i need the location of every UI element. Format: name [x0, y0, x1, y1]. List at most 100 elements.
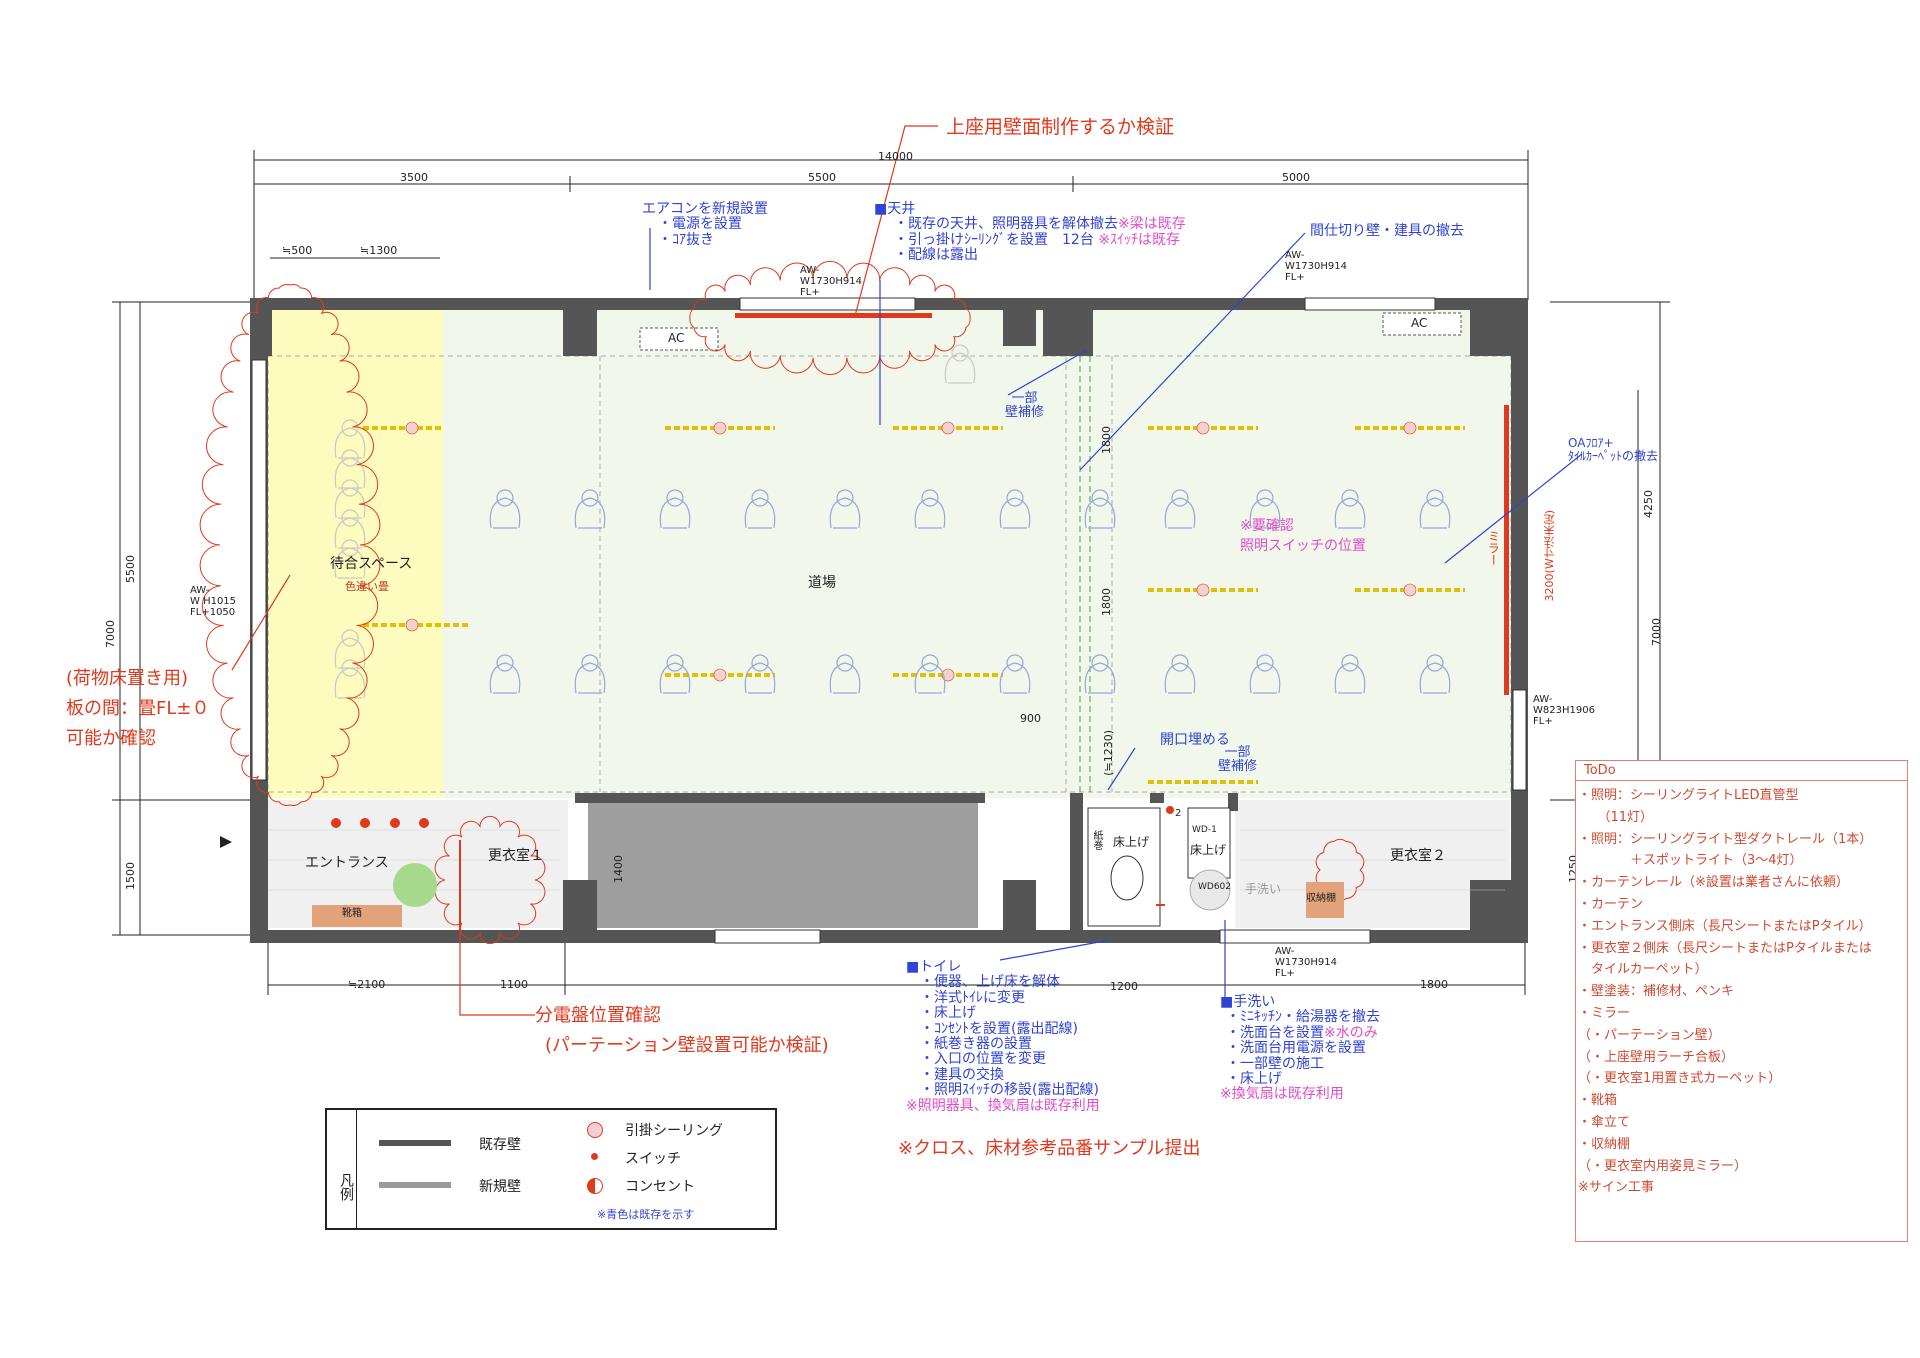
seated-person-figure — [999, 489, 1031, 529]
wash-pink-note: ※換気扇は既存利用 — [1220, 1086, 1344, 1103]
window-label-line: W H1015 — [190, 596, 237, 607]
window-label-bottom: AW- W1730H914 FL+ — [1275, 946, 1337, 979]
repair-line: 壁補修 — [1005, 405, 1045, 421]
window-label-line: W1730H914 — [800, 276, 862, 287]
repair-line: 一部 — [1224, 745, 1251, 760]
revision-cloud — [434, 815, 546, 945]
mirror-label: ミラー — [1486, 530, 1501, 566]
wash-floor-label: 床上げ — [1190, 843, 1227, 857]
ceiling-line: ・引っ掛けｼｰﾘﾝｸﾞを設置 12台 — [894, 231, 1094, 248]
seated-person-figure — [744, 654, 776, 694]
wash-pink-inline: ※水のみ — [1324, 1024, 1378, 1041]
window-label-line: AW- — [800, 265, 820, 276]
dim-total: 14000 — [878, 150, 913, 163]
ac-label-2: AC — [1411, 316, 1428, 330]
legend: 凡例 既存壁 新規壁 引掛シーリング スイッチ コンセント ※青色は既存を示す — [325, 1108, 777, 1230]
legend-switch: スイッチ — [625, 1151, 681, 1167]
todo-item: ・壁塗装：補修材、ペンキ — [1578, 984, 1735, 1000]
seated-person-figure — [1164, 654, 1196, 694]
dim-1230: (≒1230) — [1102, 730, 1115, 776]
legend-new-wall-swatch — [379, 1182, 451, 1188]
window-label-line: AW- — [1275, 946, 1295, 957]
hand-wash-basin — [1189, 869, 1231, 911]
seated-person-figure — [914, 489, 946, 529]
dim-bottom-2100: ≒2100 — [348, 978, 386, 991]
toilet-title: ■トイレ — [906, 959, 962, 975]
seated-person-figure — [334, 539, 366, 579]
room-entrance: エントランス — [305, 855, 389, 871]
todo-item: ・照明：シーリングライト型ダクトレール（1本） — [1578, 831, 1873, 847]
ac-note-line: ・ｺｱ抜き — [658, 231, 714, 248]
room-waiting: 待合スペース — [330, 556, 413, 572]
seated-person-figure — [574, 654, 606, 694]
seated-person-figure — [1419, 489, 1451, 529]
switch-check-line: ※要確認 — [1240, 518, 1294, 534]
wash-title: ■手洗い — [1220, 994, 1276, 1010]
todo-item: ・カーテンレール（※設置は業者さんに依頼） — [1578, 875, 1849, 891]
seated-person-figure — [1334, 489, 1366, 529]
window-label-line: W1730H914 — [1285, 261, 1347, 272]
repair-line: 壁補修 — [1218, 759, 1258, 775]
dim-1400: 1400 — [612, 855, 625, 883]
dim-1800a: 1800 — [1100, 426, 1113, 454]
ceiling-pink-note: ※梁は既存 — [1118, 216, 1186, 233]
seated-person-figure — [944, 344, 976, 384]
partial-repair-note-2: 一部 壁補修 — [1218, 745, 1258, 775]
shoe-box-label: 靴箱 — [342, 908, 362, 919]
dim-seg2: 5500 — [808, 171, 836, 184]
toilet-line: ・紙巻き器の設置 — [920, 1035, 1032, 1052]
seated-person-figure — [1164, 489, 1196, 529]
outlet-icon — [587, 1178, 603, 1194]
revision-cloud — [689, 260, 971, 376]
toilet-pink-note: ※照明器具、換気扇は既存利用 — [906, 1097, 1100, 1114]
todo-item: ・収納棚 — [1578, 1136, 1631, 1152]
seated-person-figure — [829, 654, 861, 694]
dim-bottom-1800: 1800 — [1420, 978, 1448, 991]
seated-person-figure — [1084, 489, 1116, 529]
storage-note-line: (荷物床置き用) — [66, 668, 189, 689]
window-label-line: FL+ — [800, 287, 820, 298]
panel-note-sub: (パーテーション壁設置可能か検証) — [545, 1035, 829, 1056]
ceiling-line: ・配線は露出 — [894, 247, 978, 264]
seated-person-figure — [829, 489, 861, 529]
window-label-line: FL+ — [1275, 968, 1295, 979]
storage-note: (荷物床置き用) 板の間：畳FL±０ 可能か確認 — [66, 664, 209, 754]
seated-person-figure — [1334, 654, 1366, 694]
revision-cloud — [1315, 838, 1365, 902]
switch-icon — [591, 1153, 598, 1160]
legend-existing-wall-swatch — [379, 1140, 451, 1146]
ac-label-1: AC — [668, 331, 685, 345]
window-label-left: AW- W H1015 FL+1050 — [190, 585, 236, 618]
seated-person-figure — [659, 489, 691, 529]
todo-item: ・照明：シーリングライトLED直管型 — [1578, 788, 1799, 803]
ceiling-title: ■天井 — [874, 201, 916, 217]
legend-title: 凡例 — [327, 1110, 357, 1228]
hand-wash-label: 手洗い — [1245, 882, 1282, 896]
todo-item: ・ミラー — [1578, 1005, 1631, 1021]
switch-check-note: ※要確認 照明スイッチの位置 — [1240, 515, 1366, 555]
dim-left-5500: 5500 — [124, 555, 137, 583]
wash-line: ・ﾐﾆｷｯﾁﾝ・給湯器を撤去 — [1226, 1009, 1380, 1026]
todo-item: ・エントランス側床（長尺シートまたはPタイル） — [1578, 918, 1872, 934]
seated-person-figure — [574, 489, 606, 529]
room-changing-1: 更衣室１ — [488, 848, 544, 864]
dim-500: ≒500 — [282, 244, 313, 257]
toilet-line: ・照明ｽｲｯﾁの移設(露出配線) — [920, 1082, 1099, 1099]
ceiling-note: ■天井 ・既存の天井、照明器具を解体撤去※梁は既存 ・引っ掛けｼｰﾘﾝｸﾞを設置… — [874, 201, 1186, 264]
seated-person-figure — [914, 654, 946, 694]
dim-seg3: 5000 — [1282, 171, 1310, 184]
toilet-floor-label: 床上げ — [1113, 835, 1150, 849]
room-changing-2: 更衣室２ — [1390, 848, 1446, 864]
window-label-line: FL+ — [1285, 272, 1305, 283]
seated-person-figure — [1419, 654, 1451, 694]
door-label-wd1: WD-1 — [1192, 825, 1217, 835]
legend-outlet: コンセント — [625, 1179, 695, 1195]
window-label-line: AW- — [1285, 250, 1305, 261]
oa-floor-note: OAﾌﾛｱ+ ﾀｲﾙｶｰﾍﾟｯﾄの撤去 — [1568, 436, 1658, 463]
seated-person-figure — [1249, 654, 1281, 694]
todo-item: ・更衣室２側床（長尺シートまたはPタイルまたは — [1578, 940, 1872, 956]
toilet-line: ・洋式ﾄｲﾚに変更 — [920, 989, 1025, 1006]
todo-item: （・更衣室1用置き式カーペット） — [1578, 1071, 1782, 1087]
todo-item: （11灯） — [1578, 809, 1654, 825]
existing-room-grey — [588, 800, 978, 928]
